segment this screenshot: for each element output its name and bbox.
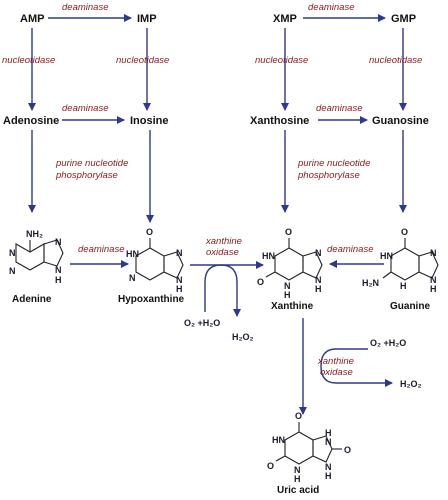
cofactor-h2o2-1: H₂O₂ (232, 332, 254, 342)
svg-text:HN: HN (272, 435, 285, 445)
svg-text:N: N (325, 462, 332, 472)
svg-text:HN: HN (126, 249, 139, 259)
xanthine-structure: O HN O N H N N H (257, 227, 323, 300)
svg-text:N: N (430, 275, 437, 285)
adenosine-label: Adenosine (3, 115, 59, 127)
svg-text:N: N (430, 248, 437, 258)
uric-acid-label: Uric acid (277, 485, 319, 496)
svg-text:N: N (9, 248, 16, 258)
hypoxanthine-label: Hypoxanthine (118, 294, 185, 305)
svg-text:N: N (325, 437, 332, 447)
svg-text:H: H (430, 284, 437, 294)
svg-text:O: O (146, 227, 153, 237)
cofactor-o2-h2o-2: O₂ +H₂O (370, 338, 406, 348)
enzyme-pnp-right-1: purine nucleotide (297, 158, 370, 169)
svg-text:H: H (55, 275, 62, 285)
enzyme-deaminase-amp: deaminase (62, 2, 108, 13)
xanthosine-label: Xanthosine (250, 115, 309, 127)
enzyme-nucleotidase-4: nucleotidase (369, 55, 422, 66)
amp-label: AMP (20, 13, 44, 25)
svg-text:O: O (344, 445, 351, 455)
enzyme-pnp-left-1: purine nucleotide (55, 158, 128, 169)
enzyme-deaminase-guanine: deaminase (327, 244, 373, 255)
svg-text:O: O (401, 227, 408, 237)
arrow-cofactor-loop-1 (204, 264, 241, 317)
svg-text:H: H (325, 428, 332, 438)
enzyme-nucleotidase-2: nucleotidase (116, 55, 169, 66)
imp-label: IMP (137, 13, 157, 25)
svg-text:HN: HN (380, 251, 393, 261)
svg-text:HN: HN (262, 251, 275, 261)
enzyme-deaminase-adenine: deaminase (78, 244, 124, 255)
enzyme-deaminase-xanthosine: deaminase (316, 103, 362, 114)
svg-text:NH₂: NH₂ (26, 229, 43, 239)
enzyme-nucleotidase-1: nucleotidase (2, 55, 55, 66)
svg-text:H: H (325, 471, 332, 481)
adenine-structure: NH₂ N N N N H (9, 229, 64, 285)
svg-text:O: O (295, 411, 302, 421)
svg-text:O: O (257, 277, 264, 287)
enzyme-xo-2-line2: oxidase (320, 367, 353, 378)
enzyme-nucleotidase-3: nucleotidase (255, 55, 308, 66)
svg-text:N: N (284, 281, 291, 291)
svg-text:O: O (285, 227, 292, 237)
adenine-label: Adenine (12, 294, 52, 305)
svg-text:N: N (315, 248, 322, 258)
xmp-label: XMP (273, 13, 297, 25)
guanosine-label: Guanosine (372, 115, 429, 127)
guanine-structure: O HN H₂N H N N H (362, 227, 439, 294)
enzyme-xo-1-line2: oxidase (206, 247, 239, 258)
svg-text:H: H (176, 284, 183, 294)
svg-text:N: N (176, 248, 183, 258)
svg-text:N: N (294, 465, 301, 475)
svg-text:H: H (294, 474, 301, 484)
svg-text:O: O (267, 461, 274, 471)
enzyme-xo-1-line1: xanthine (205, 236, 242, 247)
guanine-label: Guanine (390, 301, 430, 312)
enzyme-xo-2-line1: xanthine (317, 356, 354, 367)
svg-text:N: N (55, 265, 62, 275)
svg-text:N: N (315, 275, 322, 285)
cofactor-o2-h2o-1: O₂ +H₂O (184, 318, 220, 328)
inosine-label: Inosine (130, 115, 169, 127)
enzyme-pnp-right-2: phosphorylase (297, 170, 360, 181)
xanthine-label: Xanthine (271, 301, 314, 312)
hypoxanthine-structure: O HN N N N H (126, 227, 184, 294)
uric-acid-structure: O HN O N H H N N H O (267, 411, 351, 484)
svg-text:H₂N: H₂N (362, 278, 379, 288)
enzyme-deaminase-adenosine: deaminase (62, 103, 108, 114)
svg-text:N: N (9, 266, 16, 276)
svg-text:N: N (176, 275, 183, 285)
arrow-cofactor-loop-2 (320, 348, 393, 387)
svg-text:H: H (284, 290, 291, 300)
svg-text:H: H (400, 281, 407, 291)
enzyme-deaminase-xmp: deaminase (308, 2, 354, 13)
cofactor-h2o2-2: H₂O₂ (400, 379, 422, 389)
gmp-label: GMP (391, 13, 416, 25)
svg-text:N: N (129, 273, 136, 283)
svg-text:H: H (315, 284, 322, 294)
enzyme-pnp-left-2: phosphorylase (55, 170, 118, 181)
svg-text:N: N (55, 237, 62, 247)
